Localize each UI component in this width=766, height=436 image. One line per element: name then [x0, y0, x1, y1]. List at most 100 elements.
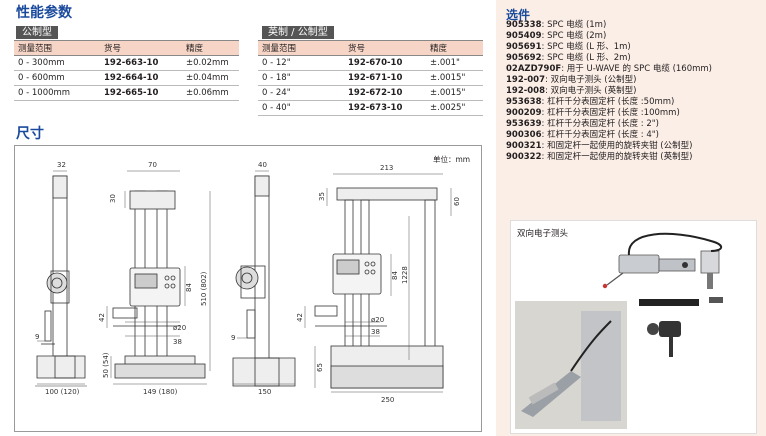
dim-label: 150 — [258, 388, 271, 396]
dim-label: 70 — [148, 161, 157, 169]
imperial-spec-table: 测量范围 货号 精度 0 - 12" 192-670-10 ±.001" 0 -… — [258, 40, 483, 116]
table-row: 0 - 300mm 192-663-10 ±0.02mm — [14, 55, 239, 71]
option-desc: SPC 电缆 (1m) — [547, 20, 607, 30]
dim-label: 9 — [35, 333, 39, 341]
dim-label: 250 — [381, 396, 394, 404]
range-cell: 0 - 24" — [258, 85, 344, 101]
col-header-accuracy: 精度 — [426, 40, 483, 56]
part-no-cell: 192-673-10 — [344, 100, 426, 116]
col-header-part-no: 货号 — [100, 40, 182, 56]
dim-label: 1228 — [401, 266, 409, 284]
col-header-part-no: 货号 — [344, 40, 426, 56]
table-row: 0 - 600mm 192-664-10 ±0.04mm — [14, 70, 239, 86]
option-item: 905692: SPC 电缆 (L 形、2m) — [506, 53, 631, 63]
option-code: 900321 — [506, 141, 542, 151]
option-item: 900306: 杠杆千分表固定杆 (长度 : 4") — [506, 130, 659, 140]
option-code: 905409 — [506, 31, 542, 41]
photo-label: 双向电子测头 — [517, 229, 569, 239]
accuracy-cell: ±0.02mm — [182, 55, 239, 71]
range-cell: 0 - 600mm — [14, 70, 100, 86]
option-item: 953639: 杠杆千分表固定杆 (长度 : 2") — [506, 119, 659, 129]
option-desc: 杠杆千分表固定杆 (长度 : 4") — [547, 130, 659, 140]
option-item: 192-008: 双向电子测头 (英制型) — [506, 86, 637, 96]
option-desc: 杠杆千分表固定杆 (长度 :50mm) — [547, 97, 675, 107]
accuracy-cell: ±.0025" — [426, 100, 483, 116]
dim-label: 30 — [109, 194, 117, 203]
dim-label: 149 (180) — [143, 388, 178, 396]
part-no-cell: 192-664-10 — [100, 70, 182, 86]
imperial-tag: 英制 / 公制型 — [262, 26, 334, 39]
table-row: 0 - 40" 192-673-10 ±.0025" — [258, 100, 483, 116]
dim-label: 213 — [380, 164, 393, 172]
table-row: 0 - 24" 192-672-10 ±.0015" — [258, 85, 483, 101]
part-no-cell: 192-665-10 — [100, 85, 182, 101]
range-cell: 0 - 300mm — [14, 55, 100, 71]
dim-label: 38 — [173, 338, 182, 346]
option-desc: 杠杆千分表固定杆 (长度 : 2") — [547, 119, 659, 129]
part-no-cell: 192-671-10 — [344, 70, 426, 86]
dim-label: 42 — [98, 313, 106, 322]
dim-label: 510 (802) — [200, 271, 208, 306]
dimension-diagram: 单位：mm — [14, 145, 482, 432]
option-code: 900306 — [506, 130, 542, 140]
accuracy-cell: ±0.04mm — [182, 70, 239, 86]
option-desc: 双向电子测头 (英制型) — [550, 86, 637, 96]
option-desc: 和固定杆一起使用的旋转夹钳 (公制型) — [547, 141, 693, 151]
option-code: 905691 — [506, 42, 542, 52]
dim-label: 65 — [316, 363, 324, 372]
option-code: 905692 — [506, 53, 542, 63]
option-code: 02AZD790F — [506, 64, 562, 74]
range-cell: 0 - 1000mm — [14, 85, 100, 101]
range-cell: 0 - 18" — [258, 70, 344, 86]
accuracy-cell: ±.0015" — [426, 70, 483, 86]
part-no-cell: 192-670-10 — [344, 55, 426, 71]
option-item: 905691: SPC 电缆 (L 形、1m) — [506, 42, 631, 52]
table-row: 0 - 12" 192-670-10 ±.001" — [258, 55, 483, 71]
accuracy-cell: ±0.06mm — [182, 85, 239, 101]
option-code: 953638 — [506, 97, 542, 107]
option-item: 905338: SPC 电缆 (1m) — [506, 20, 607, 30]
option-item: 02AZD790F: 用于 U-WAVE 的 SPC 电缆 (160mm) — [506, 64, 712, 74]
dimensions-title: 尺寸 — [16, 126, 44, 142]
option-item: 900321: 和固定杆一起使用的旋转夹钳 (公制型) — [506, 141, 693, 151]
metric-spec-table: 测量范围 货号 精度 0 - 300mm 192-663-10 ±0.02mm … — [14, 40, 239, 101]
option-item: 900209: 杠杆千分表固定杆 (长度 :100mm) — [506, 108, 680, 118]
option-item: 900322: 和固定杆一起使用的旋转夹钳 (英制型) — [506, 152, 693, 162]
metric-tag: 公制型 — [16, 26, 58, 39]
col-header-range: 测量范围 — [14, 40, 100, 56]
dim-label: 40 — [258, 161, 267, 169]
option-desc: 双向电子测头 (公制型) — [550, 75, 637, 85]
dim-label: 42 — [296, 313, 304, 322]
option-item: 192-007: 双向电子测头 (公制型) — [506, 75, 637, 85]
option-desc: 用于 U-WAVE 的 SPC 电缆 (160mm) — [566, 64, 712, 74]
dim-label: 50 (54) — [102, 352, 110, 378]
technical-drawing: 32 70 40 213 30 35 60 84 84 510 (802) 12… — [35, 161, 461, 404]
table-row: 0 - 18" 192-671-10 ±.0015" — [258, 70, 483, 86]
product-photo: 双向电子测头 — [510, 220, 757, 434]
part-no-cell: 192-672-10 — [344, 85, 426, 101]
options-list: 905338: SPC 电缆 (1m) 905409: SPC 电缆 (2m) … — [506, 20, 712, 163]
accuracy-cell: ±.001" — [426, 55, 483, 71]
option-desc: 杠杆千分表固定杆 (长度 :100mm) — [547, 108, 680, 118]
range-cell: 0 - 12" — [258, 55, 344, 71]
dim-label: 35 — [318, 192, 326, 201]
dim-label: 38 — [371, 328, 380, 336]
option-code: 900209 — [506, 108, 542, 118]
option-code: 192-007 — [506, 75, 546, 85]
part-no-cell: 192-663-10 — [100, 55, 182, 71]
dim-label: ø20 — [371, 316, 384, 324]
dim-label: 32 — [57, 161, 66, 169]
dim-label: ø20 — [173, 324, 186, 332]
range-cell: 0 - 40" — [258, 100, 344, 116]
probe-illustration — [515, 232, 723, 429]
option-item: 905409: SPC 电缆 (2m) — [506, 31, 607, 41]
option-desc: SPC 电缆 (L 形、2m) — [547, 53, 631, 63]
option-code: 953639 — [506, 119, 542, 129]
col-header-accuracy: 精度 — [182, 40, 239, 56]
option-code: 900322 — [506, 152, 542, 162]
col-header-range: 测量范围 — [258, 40, 344, 56]
option-code: 905338 — [506, 20, 542, 30]
accuracy-cell: ±.0015" — [426, 85, 483, 101]
performance-title: 性能参数 — [16, 5, 72, 21]
option-item: 953638: 杠杆千分表固定杆 (长度 :50mm) — [506, 97, 675, 107]
